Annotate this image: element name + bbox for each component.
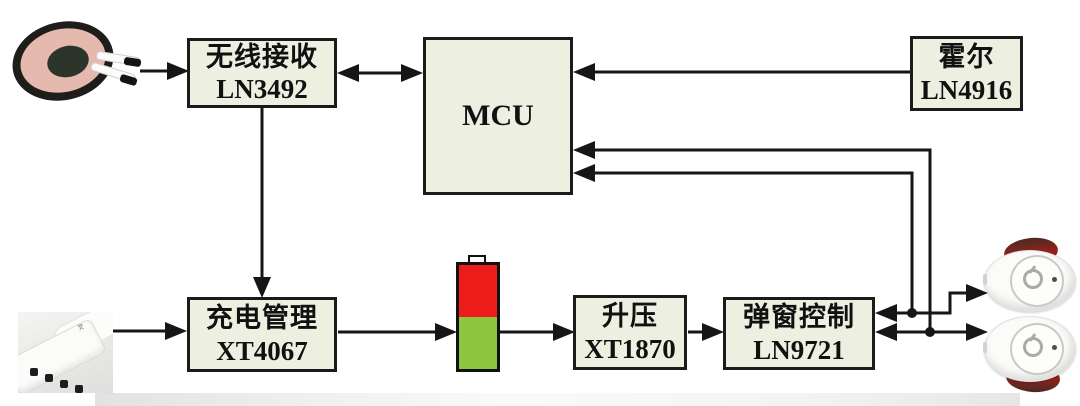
line-earbud2-to-mcu — [573, 141, 932, 332]
arrow-hall-to-mcu — [573, 63, 911, 81]
battery-red-segment — [459, 265, 497, 317]
block-title: 弹窗控制 — [743, 302, 855, 333]
arrow-boost-to-popup-ctrl — [688, 323, 724, 341]
battery-green-segment — [459, 317, 497, 369]
block-charge-management: 充电管理 XT4067 — [187, 297, 337, 372]
part-number: LN3492 — [216, 74, 308, 104]
usb-pin — [30, 368, 38, 376]
arrow-battery-to-boost — [500, 323, 575, 341]
block-hall-sensor: 霍尔 LN4916 — [910, 36, 1023, 111]
arrow-usb-to-charge-mgmt — [112, 322, 187, 340]
power-icon — [1023, 337, 1043, 357]
junction-dot — [925, 327, 935, 337]
arrow-charge-mgmt-to-battery — [338, 323, 457, 341]
part-number: XT4067 — [216, 335, 308, 366]
block-wireless-receiver: 无线接收 LN3492 — [187, 38, 337, 108]
coil-wire-tip — [123, 56, 142, 68]
usb-pin — [75, 385, 83, 393]
earbud-led-dot — [1052, 277, 1057, 282]
block-mcu: MCU — [423, 37, 573, 195]
block-title: 升压 — [602, 301, 658, 332]
earbud-contact — [983, 342, 987, 353]
block-boost-converter: 升压 XT1870 — [573, 295, 687, 370]
block-title: 霍尔 — [938, 42, 995, 73]
line-earbud1-to-mcu — [573, 164, 914, 313]
block-title: 充电管理 — [206, 303, 318, 334]
block-popup-control: 弹窗控制 LN9721 — [723, 297, 875, 370]
usb-type-c-plug-photo: ⌆ — [18, 312, 113, 393]
block-title: 无线接收 — [206, 41, 318, 72]
earbud-bottom-photo — [982, 312, 1078, 394]
line-popup-ctrl-earbud2 — [875, 323, 988, 341]
arrow-coil-to-wireless-rx — [140, 62, 189, 80]
wireless-charging-coil-photo — [4, 8, 146, 111]
usb-pin — [60, 380, 68, 388]
block-title: MCU — [462, 99, 534, 132]
usb-pin — [45, 374, 53, 382]
battery-icon — [456, 262, 500, 372]
junction-dot — [907, 308, 917, 318]
photo-edge-artifact — [95, 393, 1020, 406]
arrow-wireless-rx-to-charge-mgmt — [253, 107, 271, 298]
power-icon — [1023, 269, 1043, 289]
part-number: XT1870 — [584, 333, 676, 364]
earbud-top-photo — [982, 235, 1078, 312]
arrow-wireless-rx-mcu-bidirectional — [337, 64, 423, 82]
earbud-led-dot — [1052, 345, 1057, 350]
part-number: LN9721 — [753, 334, 845, 365]
part-number: LN4916 — [920, 74, 1013, 105]
line-popup-ctrl-earbud1 — [875, 284, 988, 322]
earbud-contact — [983, 274, 987, 285]
